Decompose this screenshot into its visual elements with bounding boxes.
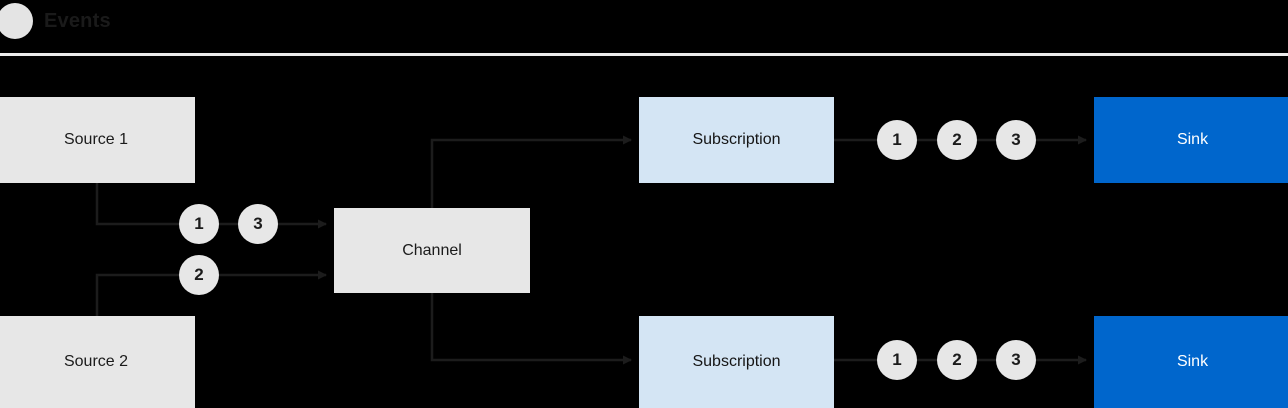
event-token: 3 (996, 120, 1036, 160)
node-sink-bottom[interactable]: Sink (1094, 316, 1288, 408)
event-token: 1 (179, 204, 219, 244)
node-channel[interactable]: Channel (334, 208, 530, 293)
event-token: 2 (937, 120, 977, 160)
events-circle-icon (0, 3, 33, 39)
node-subscription-top[interactable]: Subscription (639, 97, 834, 183)
node-sink-top[interactable]: Sink (1094, 97, 1288, 183)
event-token: 1 (877, 120, 917, 160)
node-source-2[interactable]: Source 2 (0, 316, 195, 408)
header-divider (0, 53, 1288, 56)
event-token: 3 (238, 204, 278, 244)
event-token: 1 (877, 340, 917, 380)
node-subscription-bottom[interactable]: Subscription (639, 316, 834, 408)
page-title: Events (44, 10, 111, 32)
event-token: 2 (937, 340, 977, 380)
event-token: 3 (996, 340, 1036, 380)
node-source-1[interactable]: Source 1 (0, 97, 195, 183)
event-token: 2 (179, 255, 219, 295)
